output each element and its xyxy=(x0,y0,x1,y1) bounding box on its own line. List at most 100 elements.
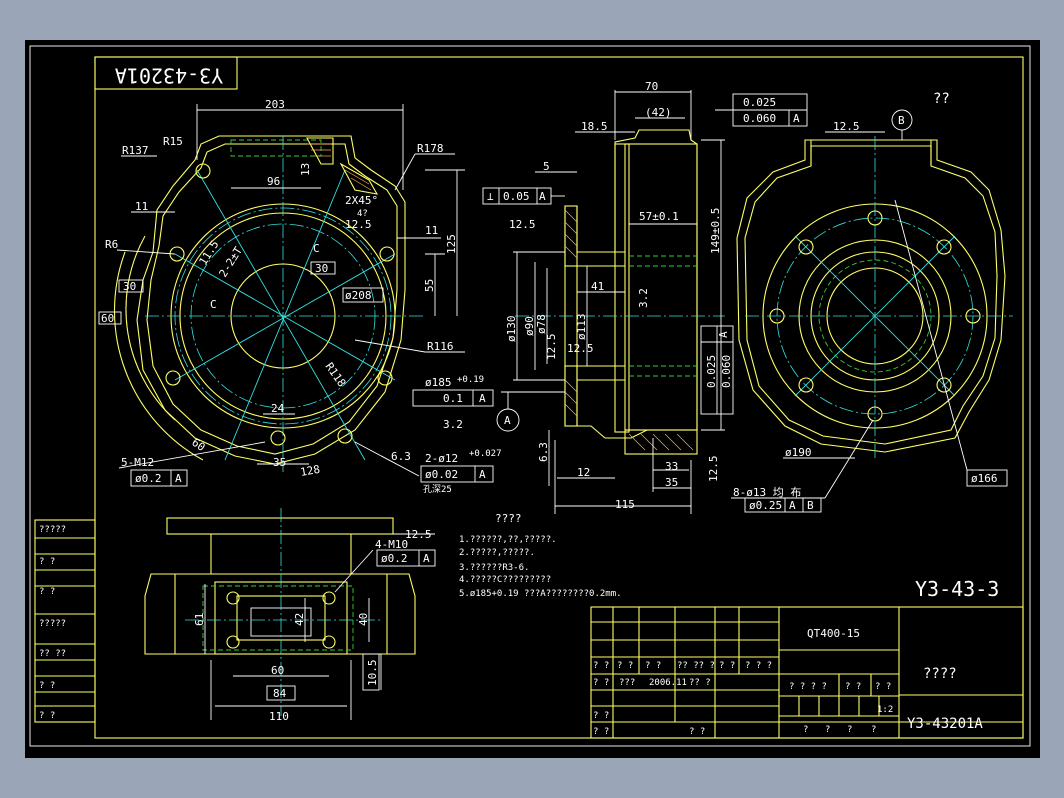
dim-c-right: C xyxy=(313,242,320,255)
dim-11-5: 11.5 xyxy=(197,238,222,267)
bot-dim-61: 61 xyxy=(193,613,206,626)
tb-r4-0: ? ? xyxy=(593,727,609,737)
tb-scale: 1:2 xyxy=(877,705,893,715)
side-tol-ref-b: B xyxy=(807,499,814,512)
sec-dim-115: 115 xyxy=(615,498,635,511)
side-holes: 8-ø13 均 布 xyxy=(733,486,801,499)
tol-002-ref: A xyxy=(479,468,486,481)
sec-dim-18-5: 18.5 xyxy=(581,120,608,133)
dim-60b: 60 xyxy=(189,436,207,454)
left-row-5: ?? ?? xyxy=(39,649,66,659)
sec-dim-35: 35 xyxy=(665,476,678,489)
section-view: 70 (42) 0.025 0.060 A 18.5 5 ⊥ 0.05 A 12… xyxy=(482,80,808,514)
dim-c-left: C xyxy=(210,298,217,311)
tb-bottom-1: ? xyxy=(825,725,830,735)
sec-dim-41: 41 xyxy=(591,280,604,293)
dim-r6: R6 xyxy=(105,238,118,251)
dim-24: 24 xyxy=(271,402,285,415)
sec-dim-78: ø78 xyxy=(535,314,548,334)
dim-r178: R178 xyxy=(417,142,444,155)
inner-frame xyxy=(94,56,1024,739)
right-title: Y3-43-3 xyxy=(915,577,999,601)
bot-tol-ref: A xyxy=(423,552,430,565)
sec-dim-149: 149±0.5 xyxy=(709,208,722,254)
dim-12-hole: 2-ø12 xyxy=(425,452,458,465)
sec-dim-12: 12 xyxy=(577,466,590,479)
sec-dim-12-5b: 12.5 xyxy=(545,334,558,361)
tb-name: ???? xyxy=(923,666,957,682)
side-dim-166: ø166 xyxy=(971,472,998,485)
front-view: 203 R137 R15 13 R178 96 11 2X45° 4? 12.5… xyxy=(98,98,502,495)
dim-r116: R116 xyxy=(427,340,454,353)
dim-208: ø208 xyxy=(345,289,372,302)
side-tol-ref-a: A xyxy=(789,499,796,512)
dim-96: 96 xyxy=(267,175,280,188)
bot-dim-40: 40 xyxy=(357,613,370,626)
sec-dim-3-2: 3.2 xyxy=(637,288,650,308)
qq-mark: ?? xyxy=(933,91,950,107)
tb-r2-1: ??? xyxy=(619,678,635,688)
sec-tol-ref: A xyxy=(793,112,800,125)
sec-perp-sym: ⊥ xyxy=(487,190,494,203)
dim-185-tol: +0.19 xyxy=(457,375,484,385)
tb-r3-0: ? ? xyxy=(593,711,609,721)
left-column: ????? ? ? ? ? ????? ?? ?? ? ? ? ? xyxy=(34,519,96,723)
sec-vtol-ref: A xyxy=(717,331,730,338)
dim-13: 13 xyxy=(299,163,312,176)
left-row-1: ????? xyxy=(39,525,66,535)
rotated-title-box xyxy=(94,56,238,90)
tb-bottom-0: ? xyxy=(803,725,808,735)
note-4: 4.?????C????????? xyxy=(459,575,551,585)
tb-r1-3: ?? ?? ? xyxy=(677,661,715,671)
tb-stage-2: ? ? xyxy=(875,682,891,692)
side-dim-12-5: 12.5 xyxy=(833,120,860,133)
bot-m10: 4-M10 xyxy=(375,538,408,551)
dim-60: 60 xyxy=(101,312,114,325)
bot-tol: ø0.2 xyxy=(381,552,408,565)
note-5: 5.ø185+0.19 ???A????????0.2mm. xyxy=(459,589,622,599)
dim-2-21: 2-2±T xyxy=(217,244,246,279)
tol-002: ø0.02 xyxy=(425,468,458,481)
dim-30a: 30 xyxy=(123,280,136,293)
depth-note: 孔深25 xyxy=(423,484,452,495)
sec-dim-5: 5 xyxy=(543,160,550,173)
tol-01: 0.1 xyxy=(443,392,463,405)
sec-vtol-025: 0.025 xyxy=(705,355,718,388)
side-tol: ø0.25 xyxy=(749,499,782,512)
title-block: QT400-15 ???? Y3-43201A 1:2 ? ? ? ? ? ? … xyxy=(590,606,1024,739)
tb-bottom-3: ? xyxy=(871,725,876,735)
sec-dim-57: 57±0.1 xyxy=(639,210,679,223)
dim-r15: R15 xyxy=(163,135,183,148)
tb-r2-3: ?? ? xyxy=(689,678,711,688)
sec-perp-val: 0.05 xyxy=(503,190,530,203)
sec-dim-12-5a: 12.5 xyxy=(509,218,536,231)
tb-stage-0: ? ? ? ? xyxy=(789,682,827,692)
bot-dim-110: 110 xyxy=(269,710,289,723)
sec-perp-ref: A xyxy=(539,190,546,203)
sec-dim-12-5d: 12.5 xyxy=(707,456,720,483)
sec-datum-a: A xyxy=(504,414,511,427)
bot-dim-12-5: 12.5 xyxy=(405,528,432,541)
tb-drawing-no: Y3-43201A xyxy=(907,716,983,732)
dim-55: 55 xyxy=(423,279,436,292)
dim-11b: 11 xyxy=(425,224,438,237)
tb-r2-0: ? ? xyxy=(593,678,609,688)
left-row-4: ????? xyxy=(39,619,66,629)
dim-11a: 11 xyxy=(135,200,148,213)
rotated-title: Y3-43201A xyxy=(115,64,223,88)
tb-r1-4: ? ? xyxy=(719,661,735,671)
dim-30b: 30 xyxy=(315,262,328,275)
outer-frame xyxy=(29,45,1031,747)
dim-185: ø185 xyxy=(425,376,452,389)
tol-m12: ø0.2 xyxy=(135,472,162,485)
sec-dim-70: 70 xyxy=(645,80,658,93)
sec-dim-33: 33 xyxy=(665,460,678,473)
sec-dim-113: ø113 xyxy=(575,314,588,341)
dim-203: 203 xyxy=(265,98,285,111)
tb-r1-5: ? ? ? xyxy=(745,661,772,671)
sec-dim-6-3: 6.3 xyxy=(537,442,550,462)
sec-dim-90: ø90 xyxy=(523,316,536,336)
note-1: 1.??????,??,?????. xyxy=(459,535,557,545)
cad-drawing: Y3-43201A ?? 203 R xyxy=(29,45,1031,747)
dim-128: 128 xyxy=(299,463,321,479)
